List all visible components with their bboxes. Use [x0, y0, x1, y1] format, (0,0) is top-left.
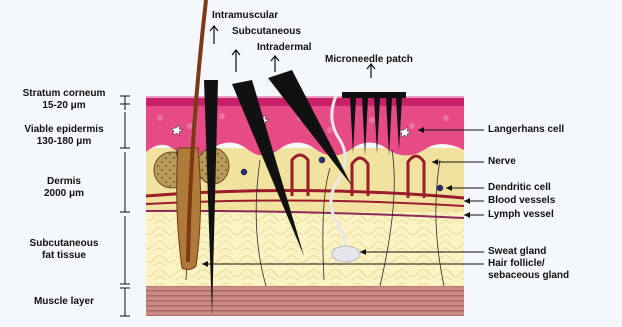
langerhans-cell-label: Langerhans cell	[488, 124, 564, 136]
dermis-thickness: 2000 μm	[10, 188, 118, 200]
hair-follicle-label: Hair follicle/ sebaceous gland	[488, 258, 569, 282]
lymph-vessel-label: Lymph vessel	[488, 209, 554, 221]
viable-epidermis-name: Viable epidermis	[10, 124, 118, 136]
viable-epidermis-thickness: 130-180 μm	[10, 136, 118, 148]
stratum-corneum-thickness: 15-20 μm	[10, 100, 118, 112]
dermis-label: Dermis 2000 μm	[10, 176, 118, 200]
subcutaneous-fat-name-line1: Subcutaneous	[10, 238, 118, 250]
layer-brackets	[120, 96, 130, 316]
stratum-corneum-name: Stratum corneum	[10, 88, 118, 100]
blood-vessels-label: Blood vessels	[488, 195, 555, 207]
muscle-layer-label: Muscle layer	[10, 296, 118, 308]
subcutaneous-fat-label: Subcutaneous fat tissue	[10, 238, 118, 262]
intramuscular-label: Intramuscular	[212, 10, 278, 22]
sweat-gland-label: Sweat gland	[488, 246, 546, 258]
subcutaneous-fat-name-line2: fat tissue	[10, 250, 118, 262]
stratum-corneum-label: Stratum corneum 15-20 μm	[10, 88, 118, 112]
dendritic-cell-label: Dendritic cell	[488, 182, 551, 194]
nerve-label: Nerve	[488, 156, 516, 168]
dermis-name: Dermis	[10, 176, 118, 188]
muscle-layer	[146, 286, 464, 316]
sweat-gland-coil	[332, 246, 360, 262]
viable-epidermis-label: Viable epidermis 130-180 μm	[10, 124, 118, 148]
intradermal-label: Intradermal	[257, 42, 311, 54]
subcutaneous-label: Subcutaneous	[232, 26, 301, 38]
hair-follicle-line1: Hair follicle/	[488, 258, 569, 270]
microneedle-patch-label: Microneedle patch	[325, 54, 413, 66]
hair-follicle-line2: sebaceous gland	[488, 270, 569, 282]
